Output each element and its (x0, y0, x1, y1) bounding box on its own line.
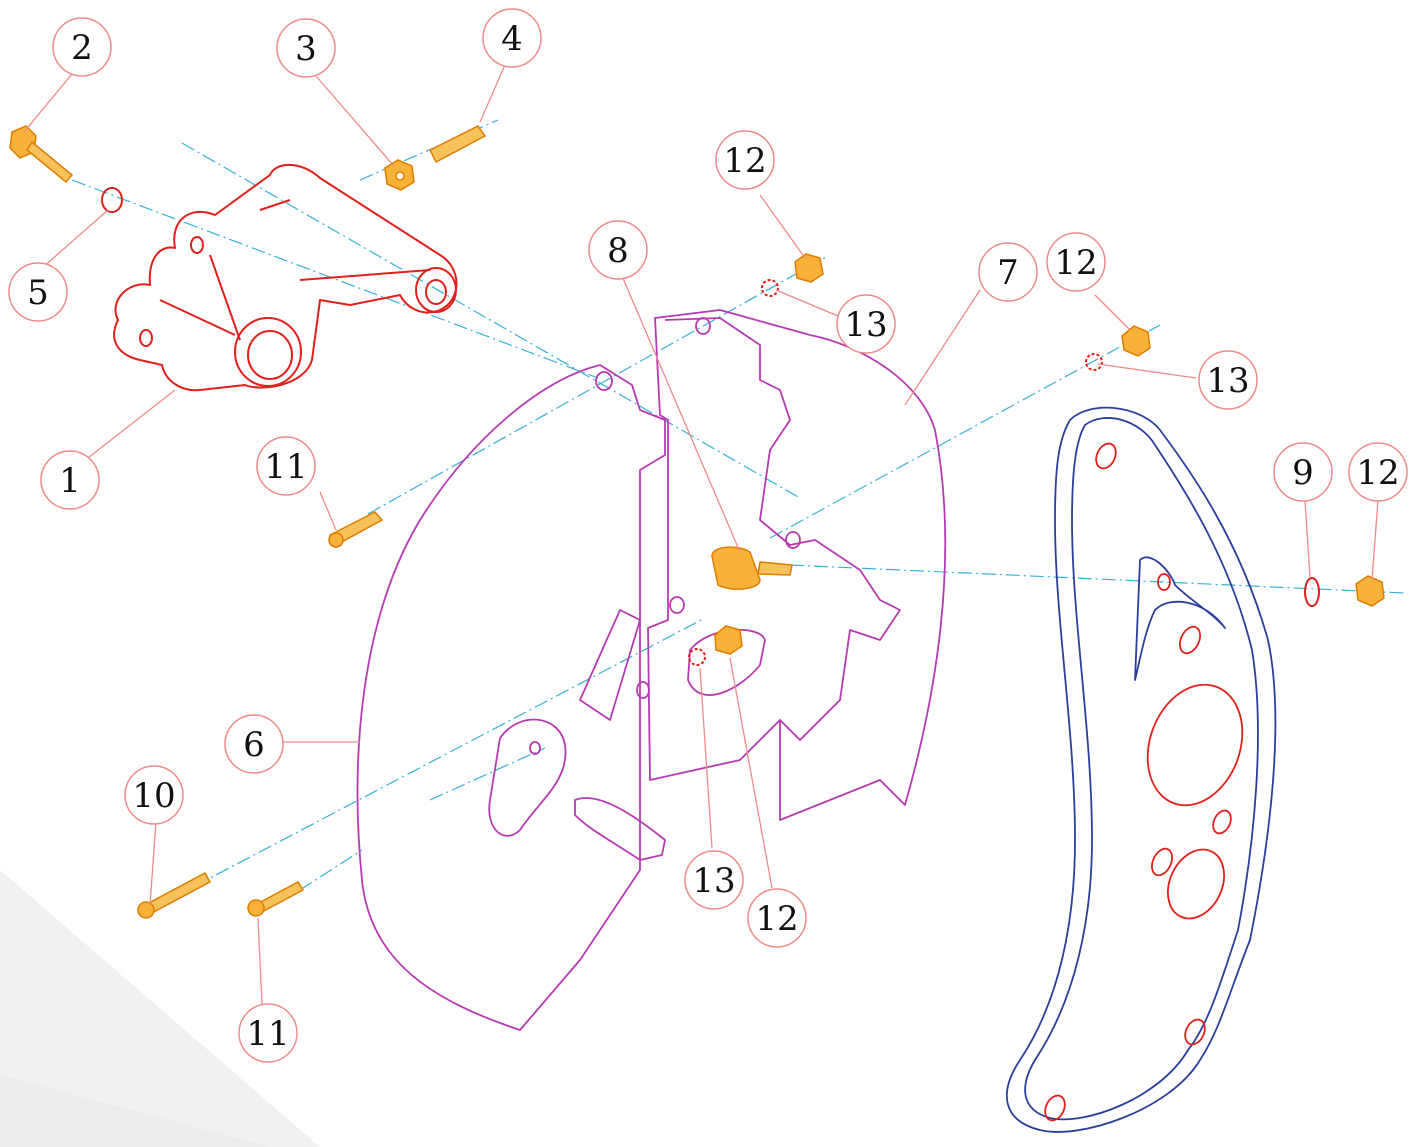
gasket-holes (1044, 442, 1244, 1122)
callout-circle (1348, 442, 1408, 502)
callout-circle (978, 242, 1038, 302)
callout-label: 13 (1206, 361, 1249, 401)
callout-label: 5 (27, 273, 49, 313)
screw-4 (428, 125, 487, 164)
callout-4: 4 (482, 8, 542, 68)
callout-10: 10 (124, 765, 184, 825)
callout-circle (836, 294, 896, 354)
nut-12d (714, 625, 743, 655)
callout-label: 6 (243, 725, 265, 765)
background-shading (0, 870, 320, 1147)
callout-label: 12 (1356, 453, 1399, 493)
callout-7: 7 (978, 242, 1038, 302)
fasteners (9, 125, 1385, 919)
callout-label: 10 (132, 776, 175, 816)
callout-12: 12 (715, 130, 775, 190)
callout-label: 3 (295, 29, 317, 69)
callout-circle (52, 17, 112, 77)
callout-11: 11 (238, 1003, 298, 1063)
callout-1: 1 (40, 450, 100, 510)
callout-circle (1198, 350, 1258, 410)
callout-8: 8 (588, 220, 648, 280)
leader-lines (23, 64, 1379, 1005)
callout-12: 12 (1348, 442, 1408, 502)
callout-circle (1273, 442, 1333, 502)
nut-12b (1121, 325, 1151, 357)
bolt-2 (9, 125, 74, 184)
callout-label: 13 (692, 861, 735, 901)
callout-13: 13 (1198, 350, 1258, 410)
callout-circle (224, 714, 284, 774)
callout-circle (684, 850, 744, 910)
callout-2: 2 (52, 17, 112, 77)
callout-circle (276, 18, 336, 78)
callout-circle (715, 130, 775, 190)
nut-12a (794, 253, 824, 283)
callout-label: 12 (1054, 243, 1097, 283)
washers (101, 187, 1320, 666)
callout-circle (8, 262, 68, 322)
nut-12c (1355, 575, 1385, 607)
callout-circle (588, 220, 648, 280)
washer-5 (101, 187, 123, 213)
callout-label: 9 (1292, 453, 1314, 493)
callout-label: 12 (755, 899, 798, 939)
callout-13: 13 (684, 850, 744, 910)
callout-label: 2 (71, 28, 93, 68)
callout-13: 13 (836, 294, 896, 354)
callout-circle (238, 1003, 298, 1063)
center-lines (71, 119, 1406, 891)
callout-label: 12 (723, 141, 766, 181)
callout-11: 11 (256, 436, 316, 496)
housing-part (113, 163, 458, 392)
callout-label: 8 (607, 231, 629, 271)
callout-9: 9 (1273, 442, 1333, 502)
callout-circle (256, 436, 316, 496)
standoff-8 (711, 546, 761, 590)
cover-part (356, 309, 947, 1031)
callout-12: 12 (747, 888, 807, 948)
callout-group: 2 3 4 5 1 12 8 13 7 12 13 11 9 12 6 10 13 12 11 (8, 8, 1408, 1063)
callout-circle (1046, 232, 1106, 292)
callout-circle (747, 888, 807, 948)
callout-label: 11 (246, 1014, 289, 1054)
callout-circle (124, 765, 184, 825)
callout-label: 1 (59, 461, 81, 501)
washer-9 (1304, 577, 1320, 607)
lockwasher-13a (761, 279, 779, 297)
gasket-part (1006, 406, 1277, 1133)
callout-12: 12 (1046, 232, 1106, 292)
callout-label: 13 (844, 305, 887, 345)
callout-3: 3 (276, 18, 336, 78)
lockwasher-13b (1085, 353, 1103, 371)
callout-label: 7 (997, 253, 1019, 293)
callout-label: 11 (264, 447, 307, 487)
callout-5: 5 (8, 262, 68, 322)
screw-10 (143, 871, 212, 916)
callout-circle (40, 450, 100, 510)
callout-label: 4 (501, 19, 523, 59)
lockwasher-13c (688, 648, 706, 666)
callout-6: 6 (224, 714, 284, 774)
callout-circle (482, 8, 542, 68)
